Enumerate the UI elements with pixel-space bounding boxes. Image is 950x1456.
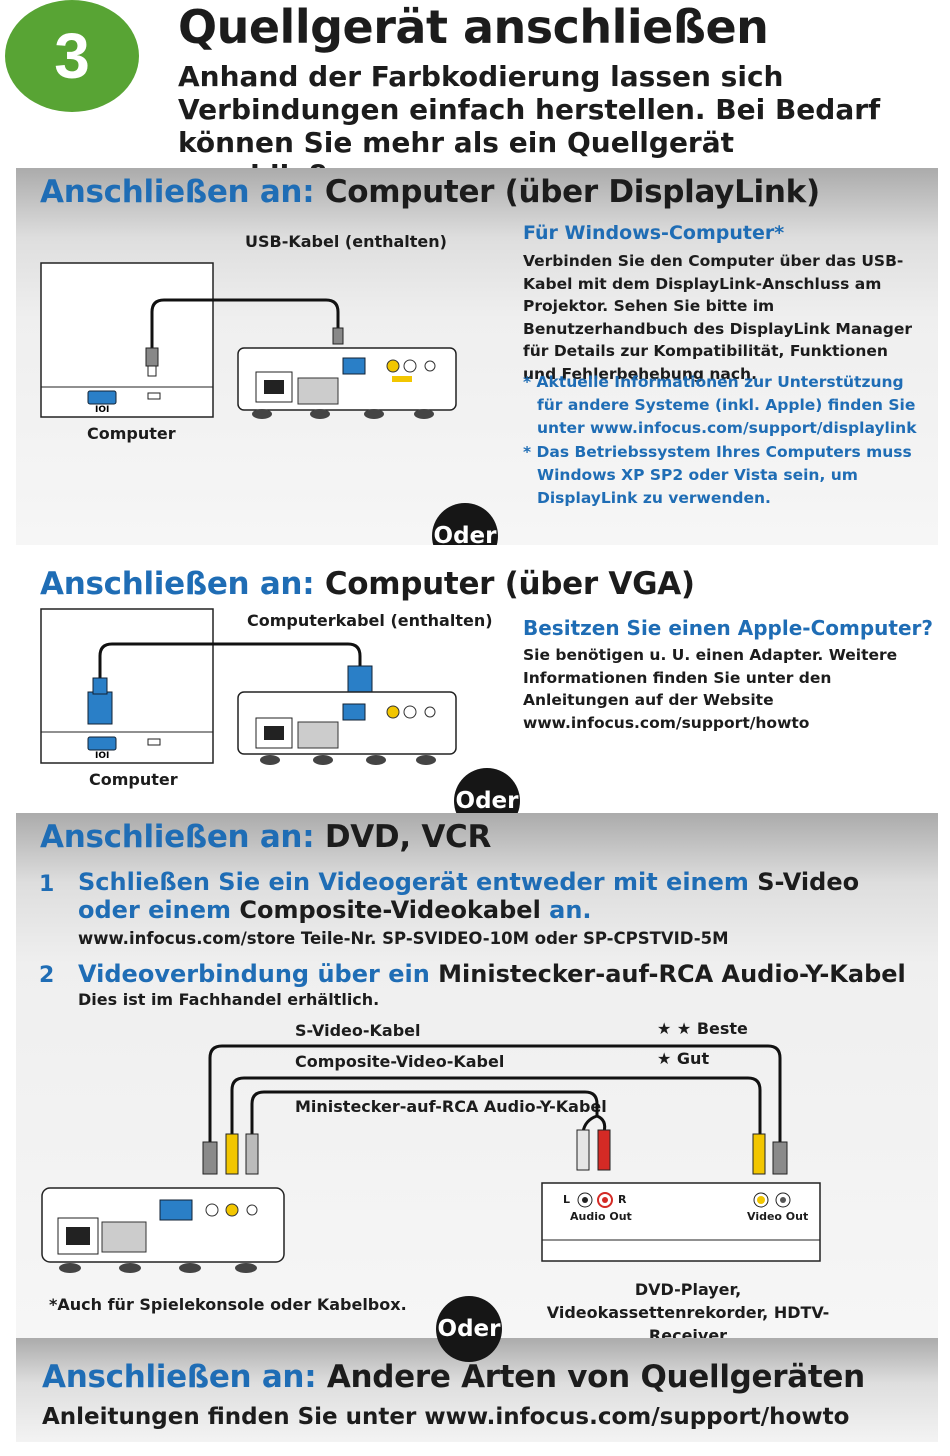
computer-icon: IOI: [40, 262, 214, 418]
step-number-badge: 3: [5, 0, 139, 112]
step-2-number: 2: [39, 963, 55, 988]
page-subtitle: Anhand der Farbkodierung lassen sich Ver…: [178, 60, 881, 192]
section-heading: Anschließen an: Andere Arten von Quellge…: [42, 1359, 865, 1395]
computer-label: Computer: [87, 424, 176, 443]
projector-icon: [237, 691, 457, 765]
dvd-player-icon: [541, 1182, 821, 1262]
step-2-text: Videoverbindung über ein Ministecker-auf…: [78, 960, 906, 988]
svideo-cable-label: S-Video-Kabel: [295, 1021, 421, 1040]
audio-out-label: Audio Out: [570, 1210, 632, 1223]
computer-icon: IOI: [40, 608, 214, 764]
projector-icon: [41, 1187, 285, 1273]
footnote-console: *Auch für Spielekonsole oder Kabelbox.: [49, 1295, 407, 1314]
other-instructions: Anleitungen finden Sie unter www.infocus…: [42, 1404, 850, 1430]
projector-icon: [237, 347, 457, 419]
displaylink-body: Verbinden Sie den Computer über das USB-…: [523, 252, 913, 383]
section-heading: Anschließen an: DVD, VCR: [40, 819, 492, 855]
computer-label: Computer: [89, 770, 178, 789]
note-os-requirement: * Das Betriebssystem Ihres Computers mus…: [523, 443, 912, 507]
step-2-subtext: Dies ist im Fachhandel erhältlich.: [78, 990, 380, 1009]
video-out-label: Video Out: [747, 1210, 809, 1223]
windows-heading: Für Windows-Computer*: [523, 222, 785, 244]
step-1-text: Schließen Sie ein Videogerät entweder mi…: [78, 868, 860, 924]
apple-heading: Besitzen Sie einen Apple-Computer?: [523, 616, 933, 640]
section-other: Anschließen an: Andere Arten von Quellge…: [16, 1338, 938, 1442]
device-label: DVD-Player, Videokassettenrekorder, HDTV…: [546, 1280, 830, 1345]
step-1-subtext: www.infocus.com/store Teile-Nr. SP-SVIDE…: [78, 929, 729, 948]
port-label-left: L: [563, 1193, 571, 1206]
svg-text:IOI: IOI: [95, 405, 109, 415]
port-label-right: R: [618, 1193, 627, 1206]
rating-good: ★ Gut: [657, 1049, 710, 1068]
section-heading: Anschließen an: Computer (über VGA): [40, 566, 695, 602]
usb-cable-label: USB-Kabel (enthalten): [245, 232, 447, 251]
note-other-systems: * Aktuelle Informationen zur Unterstützu…: [523, 373, 917, 437]
composite-cable-label: Composite-Video-Kabel: [295, 1052, 505, 1071]
computer-cable-label: Computerkabel (enthalten): [247, 611, 493, 630]
audio-cable-label: Ministecker-auf-RCA Audio-Y-Kabel: [295, 1097, 607, 1116]
svg-text:IOI: IOI: [95, 751, 109, 761]
page-title: Quellgerät anschließen: [178, 0, 769, 54]
or-badge: Oder: [436, 1296, 502, 1362]
step-1-number: 1: [39, 872, 55, 897]
rating-best: ★ ★ Beste: [657, 1019, 748, 1038]
section-heading: Anschließen an: Computer (über DisplayLi…: [40, 174, 820, 210]
apple-body: Sie benötigen u. U. einen Adapter. Weite…: [523, 646, 898, 732]
